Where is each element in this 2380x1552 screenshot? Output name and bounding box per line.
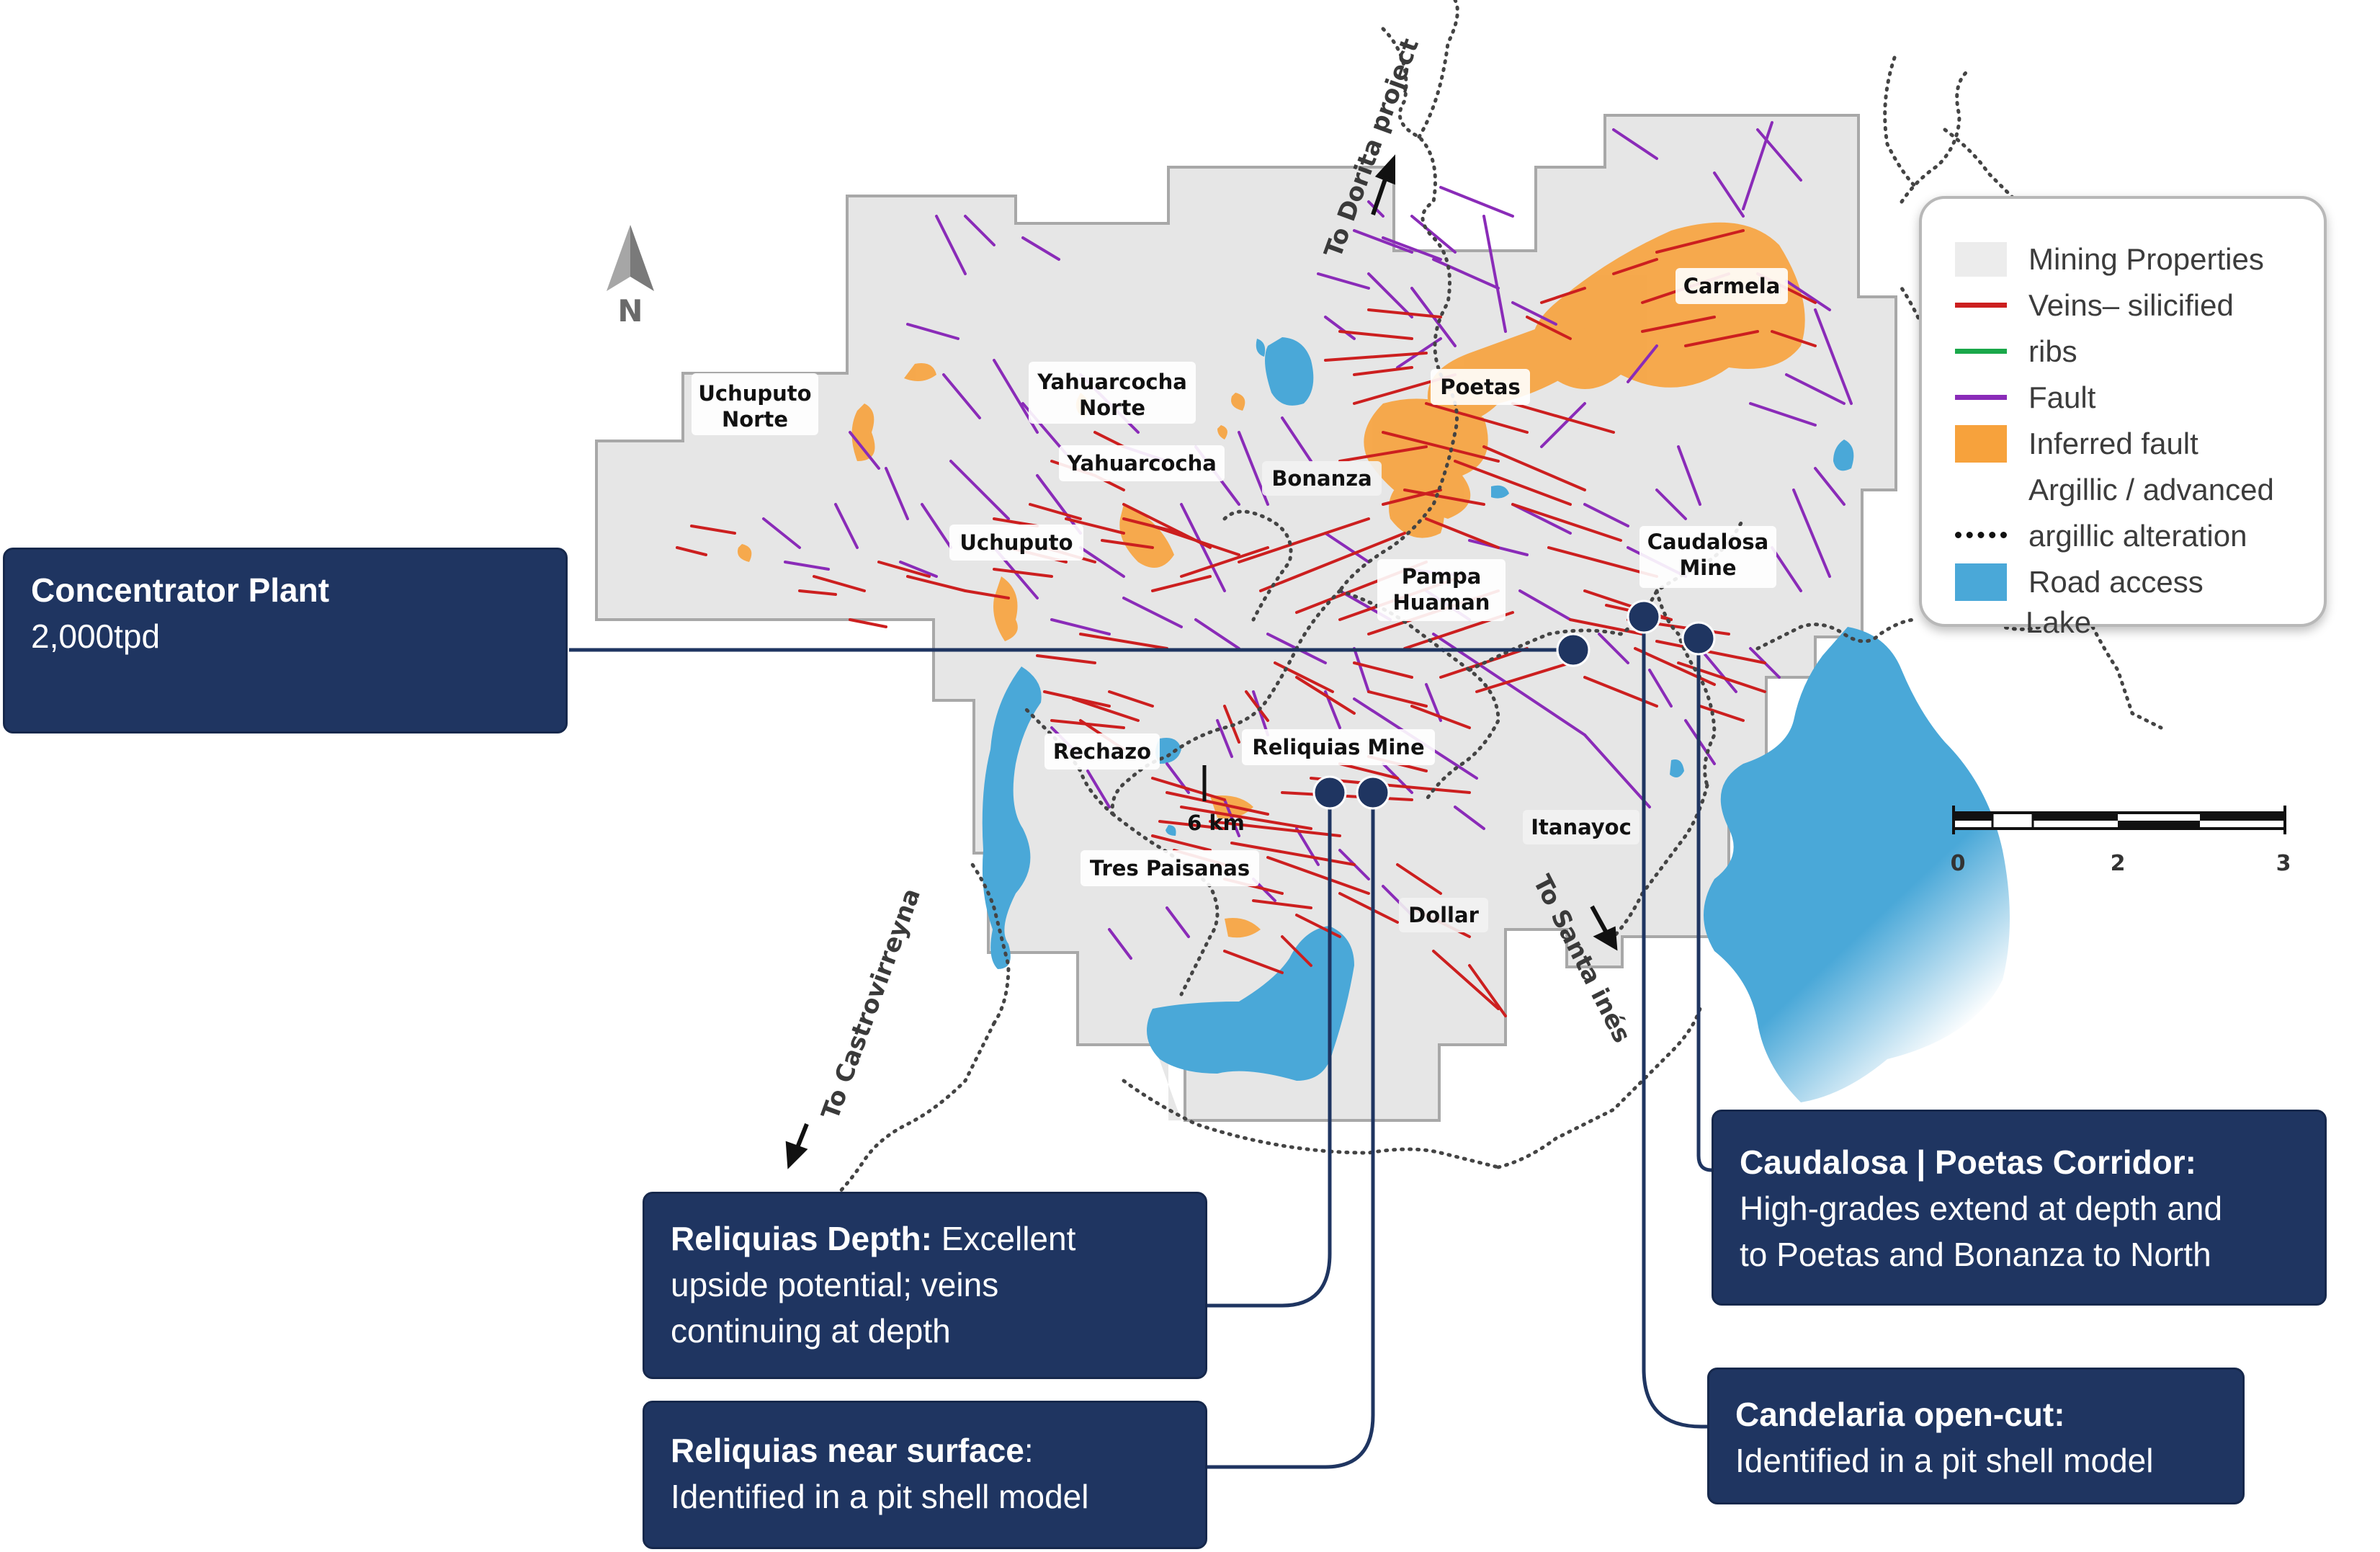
legend-label: Veins– silicified bbox=[2028, 288, 2234, 322]
callout-title: Reliquias Depth: bbox=[671, 1220, 932, 1257]
fault-line-icon bbox=[1955, 395, 2007, 400]
green-line-icon bbox=[1955, 349, 2007, 354]
label-carmela: Carmela bbox=[1683, 274, 1781, 298]
vein-line-icon bbox=[1955, 303, 2007, 308]
orange-swatch-icon bbox=[1955, 425, 2007, 463]
legend-label: Fault bbox=[2028, 380, 2096, 414]
legend-label: Mining Properties bbox=[2028, 242, 2264, 276]
label-bonanza: Bonanza bbox=[1271, 466, 1372, 491]
label-uchuputo-norte-1: Uchuputo bbox=[698, 381, 811, 406]
scale-tick-0: 0 bbox=[1951, 851, 1966, 876]
route-castrovirreyna: To Castrovirreyna bbox=[816, 885, 926, 1123]
label-dollar: Dollar bbox=[1408, 903, 1479, 927]
callout-body-line-1: High-grades extend at depth and bbox=[1740, 1190, 2223, 1227]
leader-candelaria bbox=[1642, 620, 1712, 1429]
legend-label: argillic alteration bbox=[2028, 519, 2247, 553]
marker-reliquias-surface bbox=[1356, 775, 1390, 810]
property-swatch-icon bbox=[1955, 242, 2007, 277]
callout-concentrator-plant: Concentrator Plant 2,000tpd bbox=[3, 548, 568, 733]
callout-title: Concentrator Plant bbox=[31, 571, 330, 609]
label-caudalosa-1: Caudalosa bbox=[1647, 530, 1769, 554]
marker-caudalosa bbox=[1681, 621, 1716, 656]
callout-reliquias-near-surface: Reliquias near surface: Identified in a … bbox=[643, 1401, 1207, 1549]
callout-body-line-2: to Poetas and Bonanza to North bbox=[1740, 1236, 2211, 1273]
map-legend: Mining Properties Veins– silicified ribs… bbox=[1919, 196, 2327, 627]
label-itanayoc: Itanayoc bbox=[1531, 815, 1632, 839]
lake-small-3 bbox=[1670, 759, 1684, 777]
label-pampa-1: Pampa bbox=[1402, 564, 1482, 589]
legend-item-argillic: Argillic / advanced bbox=[1922, 467, 2325, 513]
north-arrow: N bbox=[607, 225, 654, 326]
legend-item-inferred-fault: Inferred fault bbox=[1922, 421, 2325, 467]
callout-body: Identified in a pit shell model bbox=[671, 1478, 1089, 1515]
route-castrovirreyna-arrow bbox=[785, 1123, 809, 1169]
legend-label: Inferred fault bbox=[2028, 427, 2198, 460]
leader-reliquias-surface bbox=[1207, 793, 1375, 1469]
label-tres-paisanas: Tres Paisanas bbox=[1090, 856, 1250, 880]
callout-title-suffix: : bbox=[1024, 1432, 1034, 1469]
leader-lines bbox=[569, 620, 1712, 1469]
legend-item-fault: Fault bbox=[1922, 375, 2325, 421]
callout-body: Identified in a pit shell model bbox=[1735, 1442, 2154, 1479]
lake-south bbox=[1147, 926, 1354, 1081]
blue-swatch-icon bbox=[1955, 563, 2007, 601]
label-yahuarcocha-norte-1: Yahuarcocha bbox=[1037, 370, 1187, 394]
location-markers bbox=[1312, 599, 1716, 810]
marker-reliquias-depth bbox=[1312, 775, 1347, 810]
legend-label: ribs bbox=[2028, 334, 2077, 368]
callout-body-line-1: Excellent bbox=[931, 1220, 1076, 1257]
leader-reliquias-depth bbox=[1207, 793, 1332, 1308]
north-label: N bbox=[617, 293, 643, 326]
label-yahuarcocha-norte-2: Norte bbox=[1079, 396, 1145, 420]
route-dorita-arrow bbox=[1371, 154, 1395, 215]
place-labels: Uchuputo Norte Yahuarcocha Norte Yahuarc… bbox=[692, 268, 1788, 932]
route-castrovirreyna-label: To Castrovirreyna bbox=[816, 885, 926, 1123]
callout-body-line-3: continuing at depth bbox=[671, 1312, 951, 1350]
legend-item-argillic-alteration: argillic alteration bbox=[1922, 513, 2325, 559]
legend-item-mining-properties: Mining Properties bbox=[1922, 236, 2325, 282]
scale-tick-3: 3 bbox=[2276, 851, 2291, 876]
label-reliquias-mine: Reliquias Mine bbox=[1252, 735, 1424, 759]
legend-label: Argillic / advanced bbox=[2028, 473, 2274, 507]
label-yahuarcocha: Yahuarcocha bbox=[1066, 451, 1217, 476]
callout-candelaria: Candelaria open-cut: Identified in a pit… bbox=[1707, 1368, 2245, 1504]
legend-item-road-access: Road access bbox=[1922, 559, 2325, 605]
legend-item-ribs: ribs bbox=[1922, 329, 2325, 375]
callout-title: Reliquias near surface bbox=[671, 1432, 1024, 1469]
callout-reliquias-depth: Reliquias Depth: Excellent upside potent… bbox=[643, 1192, 1207, 1379]
route-santa-ines-arrow bbox=[1590, 905, 1618, 951]
callout-body: 2,000tpd bbox=[31, 617, 161, 655]
lake-small-2 bbox=[1166, 825, 1176, 836]
legend-item-lake: Lake bbox=[2026, 605, 2092, 639]
lake-east-small bbox=[1833, 440, 1854, 471]
lake-west bbox=[982, 666, 1042, 969]
callout-title: Caudalosa | Poetas Corridor: bbox=[1740, 1143, 2197, 1181]
lakes bbox=[982, 337, 1854, 1081]
lake-small-1 bbox=[1491, 485, 1509, 499]
label-caudalosa-2: Mine bbox=[1679, 556, 1736, 580]
label-poetas: Poetas bbox=[1440, 375, 1521, 399]
marker-candelaria bbox=[1627, 599, 1661, 634]
leader-caudalosa bbox=[1696, 638, 1712, 1172]
lake-large-east bbox=[1704, 627, 2010, 1102]
legend-label: Road access bbox=[2028, 565, 2204, 599]
scale-tick-2: 2 bbox=[2111, 851, 2126, 876]
dotted-line-icon bbox=[1955, 532, 2007, 538]
label-uchuputo: Uchuputo bbox=[959, 530, 1073, 555]
label-uchuputo-norte-2: Norte bbox=[722, 407, 788, 432]
label-rechazo: Rechazo bbox=[1053, 739, 1151, 764]
callout-title: Candelaria open-cut: bbox=[1735, 1396, 2065, 1433]
marker-concentrator bbox=[1556, 633, 1591, 667]
callout-caudalosa-poetas: Caudalosa | Poetas Corridor: High-grades… bbox=[1712, 1110, 2327, 1306]
distance-label: 6 km bbox=[1187, 811, 1245, 835]
scale-bar: 0 2 3 bbox=[1951, 806, 2291, 876]
north-arrow-icon bbox=[630, 225, 654, 291]
lake-north bbox=[1256, 337, 1314, 406]
label-pampa-2: Huaman bbox=[1393, 590, 1490, 615]
legend-item-veins: Veins– silicified bbox=[1922, 282, 2325, 329]
callout-body-line-2: upside potential; veins bbox=[671, 1266, 999, 1303]
